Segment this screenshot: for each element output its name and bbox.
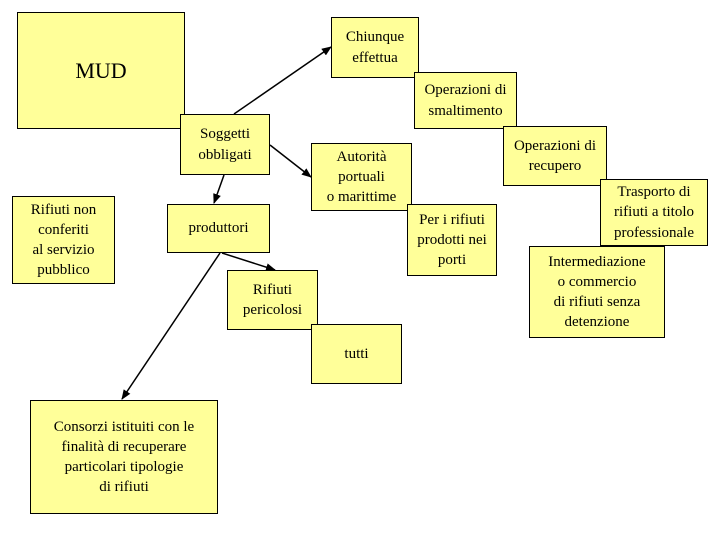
arrow-produttori-to-pericolosi: [221, 252, 276, 272]
node-autorita-portuali: Autorità portuali o marittime: [311, 143, 412, 211]
arrow-soggetti-to-chiunque: [233, 46, 332, 115]
node-operazioni-recupero: Operazioni di recupero: [503, 126, 607, 186]
node-rifiuti-pericolosi: Rifiuti pericolosi: [227, 270, 318, 330]
arrow-soggetti-to-produttori: [213, 174, 225, 204]
node-tutti: tutti: [311, 324, 402, 384]
node-rifiuti-non-conferiti: Rifiuti non conferiti al servizio pubbli…: [12, 196, 115, 284]
node-soggetti-obbligati: Soggetti obbligati: [180, 114, 270, 175]
node-mud: MUD: [17, 12, 185, 129]
node-operazioni-smaltimento: Operazioni di smaltimento: [414, 72, 517, 129]
node-intermediazione: Intermediazione o commercio di rifiuti s…: [529, 246, 665, 338]
node-rifiuti-porti: Per i rifiuti prodotti nei porti: [407, 204, 497, 276]
node-trasporto-rifiuti: Trasporto di rifiuti a titolo profession…: [600, 179, 708, 246]
node-produttori: produttori: [167, 204, 270, 253]
arrow-soggetti-to-autorita: [269, 144, 312, 178]
arrow-produttori-to-consorzi: [121, 252, 221, 400]
node-consorzi: Consorzi istituiti con le finalità di re…: [30, 400, 218, 514]
node-chiunque-effettua: Chiunque effettua: [331, 17, 419, 78]
